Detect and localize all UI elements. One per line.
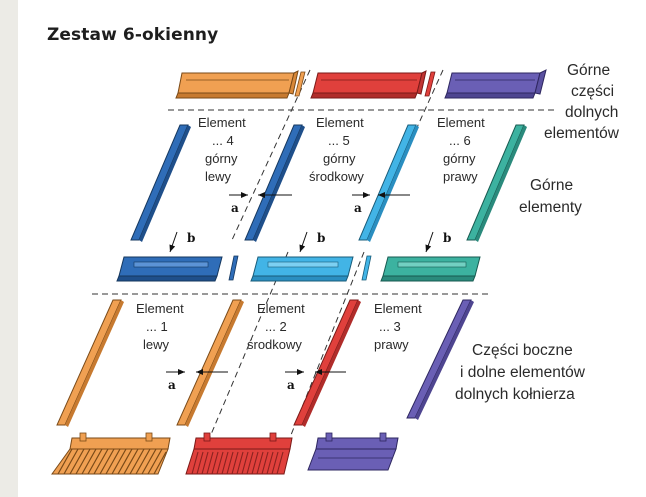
element-label-5: Element ... 5 górny środkowy — [309, 115, 364, 184]
upper-strip-dark-blue-right — [244, 124, 303, 241]
dimension-b-label: b — [317, 231, 325, 245]
dimension-b-label: b — [443, 231, 451, 245]
upper-strip-dark-blue-left — [130, 124, 189, 241]
svg-text:Element: Element — [198, 115, 246, 130]
svg-text:i dolne elementów: i dolne elementów — [460, 364, 586, 381]
svg-text:... 6: ... 6 — [449, 133, 471, 148]
svg-text:górny: górny — [205, 151, 238, 166]
upper-strip-light-blue — [358, 124, 417, 241]
lower-side-strips — [56, 299, 474, 427]
header-piece-orange — [175, 70, 299, 99]
bottom-piece-orange — [51, 432, 171, 475]
svg-text:środkowy: środkowy — [247, 337, 302, 352]
svg-text:... 4: ... 4 — [212, 133, 234, 148]
upper-side-strips — [130, 124, 527, 242]
element-label-2: Element ... 2 środkowy — [247, 301, 305, 352]
svg-text:elementów: elementów — [544, 125, 620, 142]
element-label-4: Element ... 4 górny lewy — [198, 115, 246, 184]
svg-text:Element: Element — [437, 115, 485, 130]
svg-text:... 1: ... 1 — [146, 319, 168, 334]
svg-text:Element: Element — [257, 301, 305, 316]
svg-text:środkowy: środkowy — [309, 169, 364, 184]
svg-text:górny: górny — [443, 151, 476, 166]
element-label-3: Element ... 3 prawy — [374, 301, 422, 352]
svg-text:Element: Element — [136, 301, 184, 316]
diagram-title: Zestaw 6-okienny — [47, 25, 219, 45]
header-strip-red — [424, 71, 436, 97]
svg-text:elementy: elementy — [519, 199, 582, 216]
side-label-top-elements: Górne elementy — [519, 177, 582, 216]
middle-strip-dark-blue — [228, 255, 239, 281]
header-strip-orange — [294, 71, 306, 97]
top-header-pieces — [175, 69, 547, 99]
svg-text:części: części — [571, 83, 614, 100]
middle-piece-light-blue — [250, 256, 354, 282]
bottom-piece-purple — [307, 432, 399, 471]
header-piece-red — [310, 70, 427, 99]
svg-text:Części boczne: Części boczne — [472, 342, 573, 359]
side-label-side-parts: Części boczne i dolne elementów dolnych … — [455, 342, 586, 403]
svg-text:Element: Element — [374, 301, 422, 316]
lower-strip-red — [293, 299, 359, 426]
svg-text:lewy: lewy — [143, 337, 170, 352]
svg-text:górny: górny — [323, 151, 356, 166]
dimension-a-label: a — [231, 201, 239, 215]
svg-text:dolnych kołnierza: dolnych kołnierza — [455, 386, 575, 403]
element-label-1: Element ... 1 lewy — [136, 301, 184, 352]
middle-strip-light-blue — [361, 255, 372, 281]
lower-strip-orange-right — [176, 299, 242, 426]
element-label-6: Element ... 6 górny prawy — [437, 115, 485, 184]
dimension-b-label: b — [187, 231, 195, 245]
middle-pieces — [116, 255, 481, 282]
svg-text:... 2: ... 2 — [265, 319, 287, 334]
svg-text:Górne: Górne — [567, 62, 610, 79]
side-label-top-parts: Górne części dolnych elementów — [544, 62, 620, 142]
svg-text:Element: Element — [316, 115, 364, 130]
dimension-markers — [166, 192, 434, 375]
bottom-piece-red — [185, 432, 293, 475]
lower-strip-orange-left — [56, 299, 122, 426]
middle-piece-teal — [380, 256, 481, 282]
svg-text:lewy: lewy — [205, 169, 232, 184]
svg-text:... 3: ... 3 — [379, 319, 401, 334]
middle-piece-dark-blue — [116, 256, 223, 282]
svg-text:prawy: prawy — [374, 337, 409, 352]
dimension-a-label: a — [287, 378, 295, 392]
svg-text:dolnych: dolnych — [565, 104, 618, 121]
bottom-pieces — [51, 432, 399, 475]
svg-text:prawy: prawy — [443, 169, 478, 184]
dimension-a-label: a — [354, 201, 362, 215]
svg-text:Górne: Górne — [530, 177, 573, 194]
header-piece-purple — [444, 69, 547, 99]
dimension-a-label: a — [168, 378, 176, 392]
svg-text:... 5: ... 5 — [328, 133, 350, 148]
